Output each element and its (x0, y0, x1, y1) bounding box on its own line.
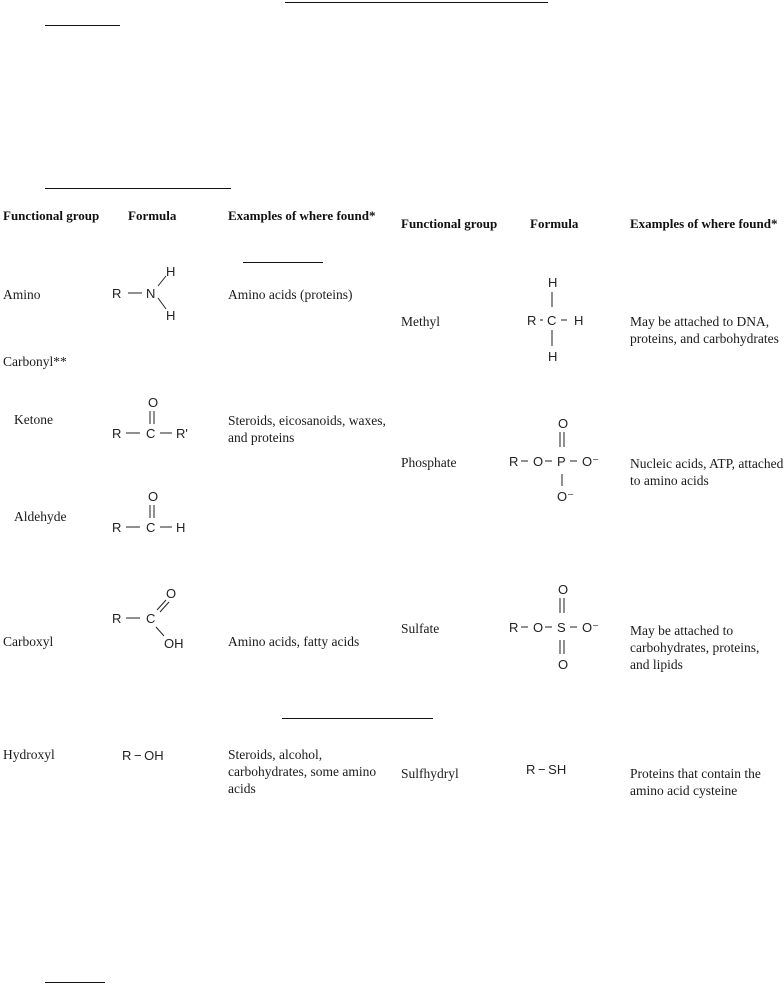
svg-text:C: C (146, 426, 155, 441)
methyl-formula: H R C H H (527, 275, 583, 364)
svg-text:R: R (112, 426, 121, 441)
svg-text:R: R (527, 313, 536, 328)
right-row-methyl-name: Methyl (401, 314, 440, 329)
right-row-phosphate-examples: Nucleic acids, ATP, attached to amino ac… (630, 456, 784, 488)
mid-rule-1 (243, 262, 323, 263)
svg-text:H: H (176, 520, 185, 535)
right-row-sulfate-name: Sulfate (401, 621, 440, 636)
left-header-group: Functional group (3, 208, 100, 223)
sulfhydryl-formula: R − SH (526, 762, 566, 777)
left-row-carboxyl-name: Carboxyl (3, 634, 54, 649)
ketone-formula: O R C R' (112, 395, 188, 441)
svg-text:O: O (148, 489, 158, 504)
svg-text:O: O (148, 395, 158, 410)
svg-text:OH: OH (164, 636, 184, 651)
left-row-carboxyl-examples: Amino acids, fatty acids (228, 634, 360, 649)
bottom-left-rule (45, 982, 105, 983)
left-row-aldehyde-name: Aldehyde (14, 509, 67, 524)
left-row-amino-name: Amino (3, 287, 41, 302)
amino-formula: R N H H (112, 264, 175, 323)
svg-text:C: C (146, 520, 155, 535)
svg-text:O: O (533, 454, 543, 469)
svg-text:R: R (509, 454, 518, 469)
right-row-sulfhydryl-name: Sulfhydryl (401, 766, 459, 781)
right-header-group: Functional group (401, 216, 498, 231)
right-row-sulfhydryl-examples: Proteins that contain the amino acid cys… (630, 766, 761, 798)
svg-text:O: O (166, 586, 176, 601)
left-header-formula: Formula (128, 208, 177, 223)
svg-text:H: H (574, 313, 583, 328)
mid-rule-2 (282, 718, 433, 719)
right-header-examples: Examples of where found* (630, 216, 778, 231)
svg-text:R': R' (176, 426, 188, 441)
sulfate-formula: O R O S O⁻ O (509, 582, 599, 672)
svg-text:H: H (166, 264, 175, 279)
svg-text:N: N (146, 286, 155, 301)
left-row-carbonyl-name: Carbonyl** (3, 354, 67, 369)
left-row-ketone-name: Ketone (14, 412, 53, 427)
hydroxyl-formula: R − OH (122, 748, 164, 763)
left-row-hydroxyl-name: Hydroxyl (3, 747, 55, 762)
svg-text:C: C (146, 611, 155, 626)
svg-text:H: H (166, 308, 175, 323)
right-row-methyl-examples: May be attached to DNA, proteins, and ca… (630, 314, 779, 346)
svg-text:C: C (547, 313, 556, 328)
svg-text:O⁻: O⁻ (582, 454, 599, 469)
svg-text:H: H (548, 275, 557, 290)
svg-text:P: P (557, 454, 566, 469)
aldehyde-formula: O R C H (112, 489, 185, 535)
left-row-amino-examples: Amino acids (proteins) (228, 287, 353, 302)
svg-text:R: R (509, 620, 518, 635)
top-left-rule (45, 25, 120, 26)
svg-text:R: R (112, 611, 121, 626)
left-row-hydroxyl-examples: Steroids, alcohol, carbohydrates, some a… (228, 747, 377, 796)
svg-text:O: O (558, 657, 568, 672)
left-row-ketone-examples: Steroids, eicosanoids, waxes, and protei… (228, 413, 386, 445)
right-header-formula: Formula (530, 216, 579, 231)
left-header-examples: Examples of where found* (228, 208, 376, 223)
phosphate-formula: O R O P O⁻ O⁻ (509, 416, 599, 504)
top-title-rule (285, 2, 548, 3)
carboxyl-formula: R C O OH (112, 586, 184, 651)
svg-text:O: O (558, 582, 568, 597)
svg-text:R: R (112, 286, 121, 301)
svg-text:O: O (558, 416, 568, 431)
section-rule (45, 188, 231, 189)
svg-text:R: R (112, 520, 121, 535)
svg-text:O⁻: O⁻ (582, 620, 599, 635)
right-row-phosphate-name: Phosphate (401, 455, 457, 470)
svg-text:H: H (548, 349, 557, 364)
svg-text:O: O (533, 620, 543, 635)
right-row-sulfate-examples: May be attached to carbohydrates, protei… (630, 623, 760, 672)
svg-text:S: S (557, 620, 566, 635)
svg-text:O⁻: O⁻ (557, 489, 574, 504)
